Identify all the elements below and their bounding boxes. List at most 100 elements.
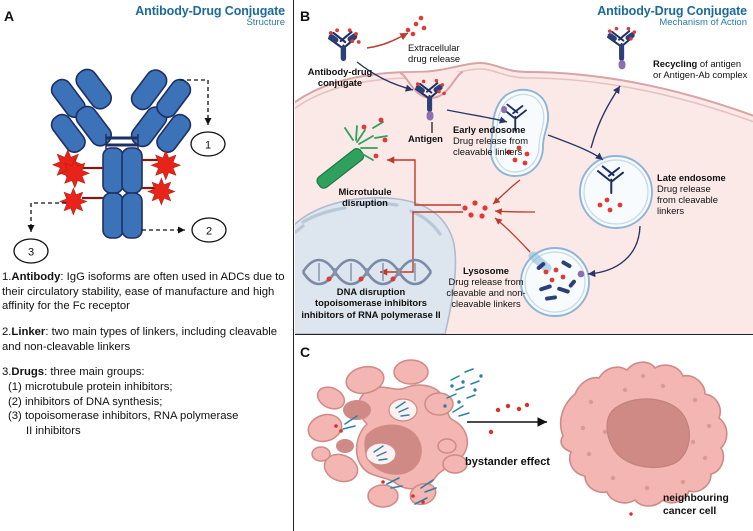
label-microtubule-line2: disruption (342, 197, 388, 209)
panel-a-letter: A (4, 8, 15, 24)
callout-1-label: 1 (205, 140, 211, 152)
label-lysosome-line3: cleavable and non- (446, 287, 526, 299)
label-adc: Antibody-drug conjugate (296, 66, 384, 88)
label-extracellular-line1: Extracellular (408, 42, 460, 53)
label-microtubule-line1: Microtubule (338, 186, 392, 197)
lysosome-degraded-fragments (536, 260, 576, 301)
adc-recycling (606, 26, 637, 70)
legend-drugs-sub-2: (2) inhibitors of DNA synthesis; (8, 395, 163, 408)
extracellular-drug-dots (405, 15, 427, 37)
legend-linker-body: : two main types of linkers, including c… (2, 326, 278, 353)
label-late-endosome-bold: Late endosome (657, 172, 726, 183)
label-antigen: Antigen (408, 133, 443, 144)
late-endosome (579, 155, 653, 229)
left-cell-debris (334, 415, 437, 505)
late-endosome-released-drug (597, 197, 623, 213)
label-lysosome-line2: Drug release from (448, 276, 524, 288)
label-bystander-effect: bystander effect (465, 456, 550, 468)
panel-b-letter: B (300, 8, 311, 24)
adc-bound-at-antigen (414, 78, 446, 121)
panel-b-subtitle: Mechanism of Action (659, 17, 747, 28)
label-late-endosome: Late endosome Drug release from cleavabl… (657, 172, 749, 216)
adc-free (327, 28, 361, 62)
label-microtubule-disruption: Microtubule disruption (319, 186, 411, 208)
panel-a-legend: 1.Antibody: IgG isoforms are often used … (2, 270, 292, 450)
callout-1-leader (180, 79, 212, 125)
label-early-endosome-line2: Drug release from (453, 135, 529, 147)
late-to-lysosome-arrow (587, 225, 641, 278)
panel-a-title-block: Antibody-Drug Conjugate Structure (75, 4, 285, 29)
label-recycling-bold: Recycling (653, 58, 698, 69)
legend-drugs-sub-1: (1) microtubule protein inhibitors; (8, 381, 173, 394)
microtubule-depolymerized-fibers (344, 121, 388, 161)
callout-2-label: 2 (206, 226, 212, 238)
dna-double-helix (301, 258, 433, 286)
label-recycling: Recycling of antigen or Antigen-Ab compl… (653, 58, 753, 80)
label-late-endosome-line2: Drug release (657, 183, 711, 195)
legend-antibody-num: 1. (2, 271, 12, 283)
label-adc-line1: Antibody-drug (307, 66, 373, 77)
diffusing-payload (443, 368, 530, 435)
label-early-endosome-line3: cleavable linkers (453, 146, 523, 158)
panel-divider-vertical (293, 0, 294, 531)
label-early-endosome-bold: Early endosome (453, 124, 526, 135)
drug-to-dna-arrow (379, 211, 463, 276)
drug-payload-stars (52, 149, 182, 216)
cell-nucleus (295, 197, 457, 334)
panel-b: B Antibody-Drug Conjugate Mechanism of A… (295, 0, 753, 334)
label-lysosome-line4: cleavable linkers (451, 298, 521, 310)
legend-item-drugs: 3.Drugs: three main groups: (1) microtub… (2, 365, 292, 438)
extracellular-release-arrow (366, 32, 409, 49)
bystander-effect-diagram (307, 359, 728, 516)
panel-a: A Antibody-Drug Conjugate Structure (0, 0, 293, 531)
drug-inflow-arrows (492, 179, 536, 253)
lysosome-antigen-fragment (577, 270, 585, 278)
legend-drugs-sub-3: (3) topoisomerase inhibitors, RNA polyme… (8, 410, 239, 423)
legend-antibody-body: : IgG isoforms are often used in ADCs du… (2, 271, 285, 313)
cytoplasmic-free-drug (462, 200, 488, 219)
label-extracellular-release: Extracellular drug release (408, 42, 490, 64)
legend-linker-num: 2. (2, 326, 12, 339)
panel-c: C (295, 336, 753, 531)
adc-binding-arrow (356, 61, 414, 92)
panel-divider-horizontal (295, 334, 753, 335)
antibody-fab-left (50, 68, 113, 153)
callout-1-bubble (190, 131, 226, 157)
adc-payload-dots (328, 28, 361, 44)
legend-antibody-term: Antibody (11, 271, 61, 283)
callout-3-label: 3 (28, 247, 34, 259)
antibody-structure-diagram: 1 2 3 (13, 68, 227, 264)
panel-b-title: Antibody-Drug Conjugate (597, 4, 747, 18)
label-recycling-line2: or Antigen-Ab complex (653, 69, 748, 81)
panel-a-subtitle: Structure (246, 17, 285, 28)
label-extracellular-line2: drug release (408, 53, 461, 65)
microtubule-structure (316, 117, 388, 189)
panel-b-title-block: Antibody-Drug Conjugate Mechanism of Act… (517, 4, 747, 29)
label-lysosome: Lysosome Drug release from cleavable and… (440, 265, 532, 309)
legend-item-linker: 2.Linker: two main types of linkers, inc… (2, 325, 292, 354)
lysosome-free-drug (543, 267, 566, 283)
antibody-hinge (105, 134, 139, 149)
panel-a-title: Antibody-Drug Conjugate (135, 4, 285, 18)
early-to-late-arrow (547, 134, 604, 161)
panel-c-letter: C (300, 344, 311, 360)
internalization-arrow (446, 109, 508, 124)
antibody-fc-region (102, 147, 143, 239)
callout-3-bubble (13, 238, 49, 264)
legend-drugs-body: : three main groups: (44, 366, 145, 379)
neighbouring-cell-granules (580, 373, 712, 491)
lysosome (520, 247, 590, 317)
early-endosome (489, 88, 550, 177)
label-late-endosome-line4: linkers (657, 205, 685, 217)
dna-bound-drug (326, 276, 396, 282)
label-neighbouring-cancer-cell: neighbouring cancer cell (663, 493, 753, 519)
label-neighbour-line1: neighbouring (663, 493, 729, 504)
moa-diagram (295, 15, 753, 334)
label-recycling-rest: of antigen (697, 58, 742, 69)
label-adc-line2: conjugate (317, 77, 363, 89)
recycling-arrow (590, 85, 621, 149)
legend-linker-term: Linker (11, 326, 46, 339)
neighbouring-cell-nucleus (606, 398, 690, 469)
legend-drugs-num: 3. (2, 366, 12, 379)
